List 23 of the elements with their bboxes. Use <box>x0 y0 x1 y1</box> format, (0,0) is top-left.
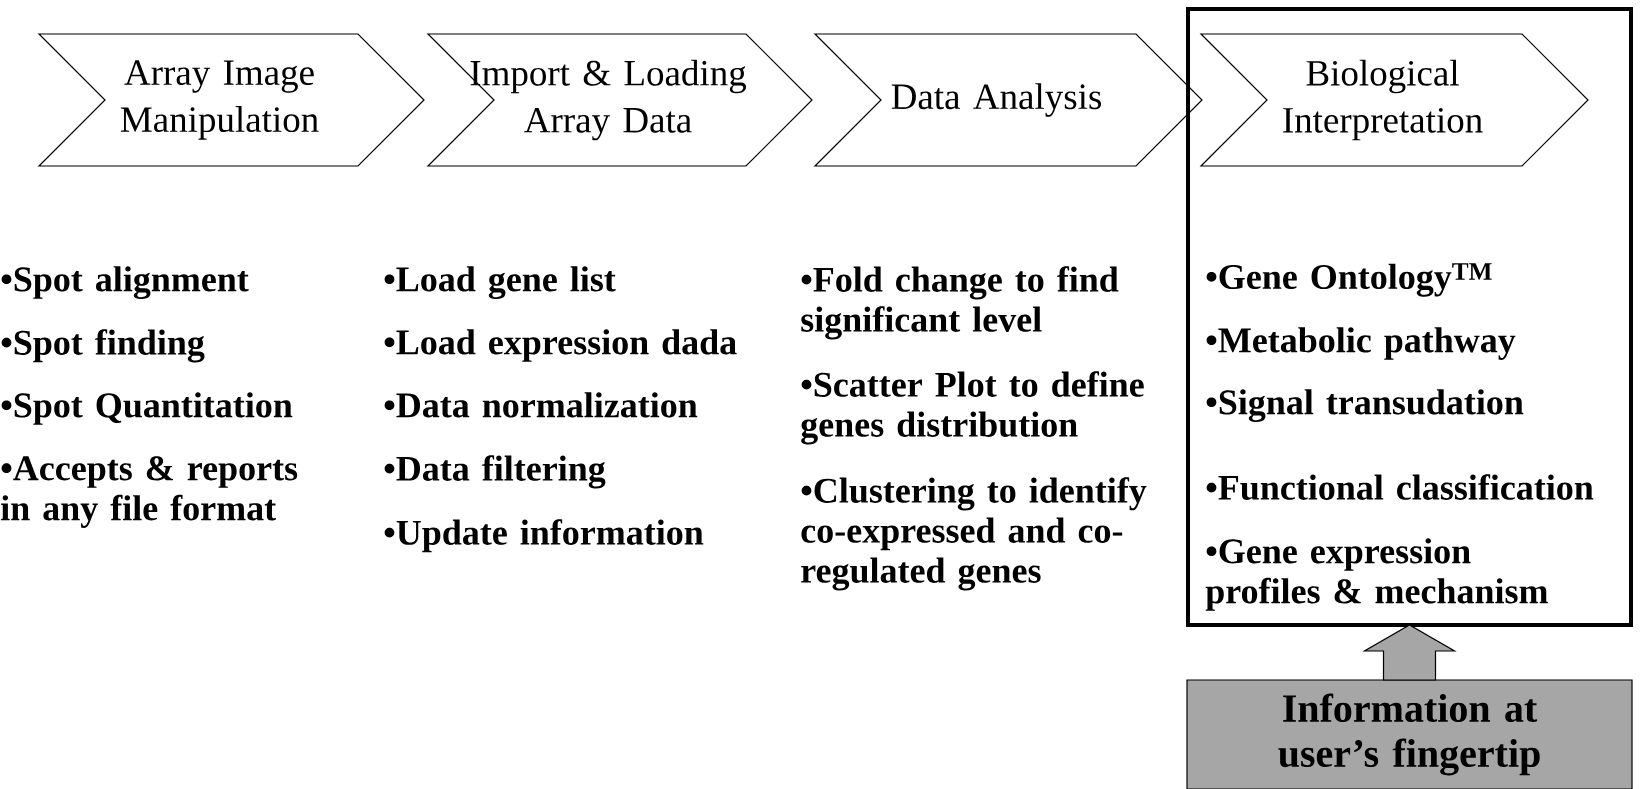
bullet-item: •Data filtering <box>384 455 606 489</box>
bullet-item: •Accepts & reports in any file format <box>1 456 298 528</box>
bullet-item: •Update information <box>384 519 704 553</box>
bullet-item: •Metabolic pathway <box>1206 327 1516 360</box>
bullet-item: •Load expression dada <box>384 329 737 362</box>
info-box: Information at user’s fingertip <box>1186 679 1633 789</box>
bullet-item: •Gene Ontology$^{TM}$ <box>1206 263 1492 297</box>
block-arrow <box>1362 624 1457 681</box>
bullet-item: •Data normalization <box>384 392 698 418</box>
bullet-item: •Spot Quantitation <box>1 392 293 425</box>
bullet-item: •Load gene list <box>384 266 616 300</box>
bullet-item: •Spot alignment <box>1 266 249 300</box>
bullet-item: •Fold change to find significant level <box>801 266 1119 340</box>
chevron-step: Biological Interpretation <box>1199 33 1589 167</box>
bullet-item: •Functional classification <box>1206 474 1594 500</box>
bullet-item: •Scatter Plot to define genes distribution <box>801 371 1144 445</box>
bullet-item: •Signal transudation <box>1206 389 1524 423</box>
bullet-item: •Gene expression profiles & mechanism <box>1205 538 1548 611</box>
bullet-item: •Clustering to identify co-expressed and co-regulated genes <box>801 477 1147 591</box>
chevron-step: Import & Loading Array Data <box>426 33 813 167</box>
chevron-step: Array Image Manipulation <box>37 33 425 167</box>
bullet-item: •Spot finding <box>1 329 205 363</box>
chevron-step: Data Analysis <box>813 33 1203 167</box>
